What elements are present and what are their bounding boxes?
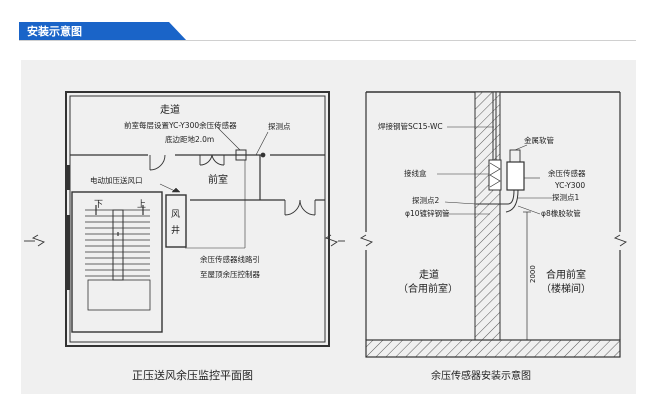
stair-up-label: 上 (137, 199, 146, 210)
wiring-note-line1: 余压传感器线路引 (200, 254, 260, 264)
wiring-note-line2: 至屋顶余压控制器 (200, 269, 260, 279)
sensor-note-line2: 底边距地2.0m (165, 134, 214, 144)
corridor-label: 走道 (160, 103, 180, 116)
sensor-note-line1: 前室每层设置YC-Y300余压传感器 (124, 120, 237, 130)
hose-right-label: φ8橡胶软管 (541, 208, 581, 218)
section-title: 安装示意图 (27, 25, 82, 38)
section-header-tab (19, 22, 189, 41)
plan-caption: 正压送风余压监控平面图 (132, 369, 253, 382)
left-room-label-1: 走道 (419, 268, 439, 281)
right-room-label-2: （楼梯间） (541, 282, 591, 295)
shaft-label-2: 井 (171, 224, 180, 236)
sensor-label-line2: YC-Y300 (554, 181, 585, 190)
sensor-section (359, 91, 627, 358)
conduit-label: 焊接钢管SC15-WC (378, 121, 443, 131)
junction-box-label: 接线盒 (404, 168, 427, 178)
right-room-label-1: 合用前室 (546, 268, 586, 281)
anteroom-label: 前室 (208, 173, 228, 186)
floor-plan (24, 91, 345, 347)
probe2-label: 探测点2 (412, 195, 439, 205)
probe1-label: 探测点1 (552, 192, 579, 202)
fan-outlet-label: 电动加压送风口 (90, 175, 143, 185)
stair-down-label: 下 (94, 200, 103, 210)
metal-hose-label: 金属软管 (524, 135, 554, 145)
section-caption: 余压传感器安装示意图 (431, 371, 531, 382)
shaft-label-1: 风 (171, 209, 180, 220)
pipe-left-label: φ10镀锌钢管 (405, 208, 450, 218)
header-divider (19, 40, 636, 41)
height-dimension: 2000 (529, 265, 537, 283)
probe-point-label: 探测点 (268, 121, 291, 131)
sensor-label-line1: 余压传感器 (548, 168, 586, 178)
left-room-label-2: （合用前室） (398, 282, 458, 295)
